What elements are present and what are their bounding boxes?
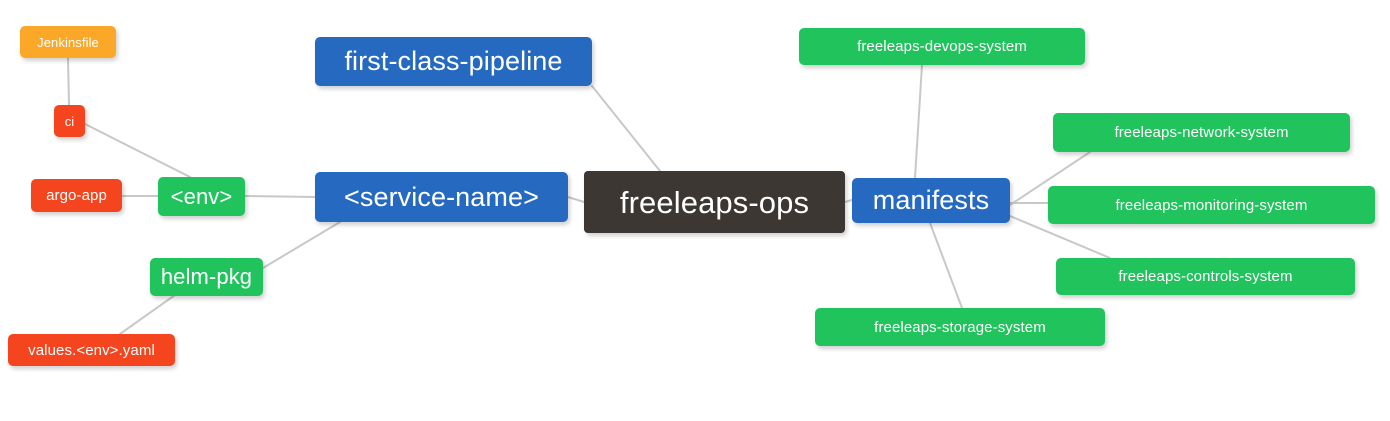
mindmap-edge-manifests-to-controls — [1009, 215, 1111, 259]
mindmap-edge-env-to-ci — [84, 123, 191, 178]
mindmap-node-env[interactable]: <env> — [158, 177, 245, 216]
mindmap-node-label: freeleaps-controls-system — [1118, 268, 1293, 285]
mindmap-node-label: freeleaps-storage-system — [874, 318, 1046, 336]
mindmap-edge-root-to-manifests — [844, 199, 853, 203]
mindmap-node-argo[interactable]: argo-app — [31, 179, 122, 212]
mindmap-node-helm[interactable]: helm-pkg — [150, 258, 263, 296]
mindmap-node-service[interactable]: <service-name> — [315, 172, 568, 222]
mindmap-node-label: freeleaps-ops — [619, 184, 810, 220]
mindmap-node-devops[interactable]: freeleaps-devops-system — [799, 28, 1085, 65]
mindmap-node-storage[interactable]: freeleaps-storage-system — [815, 308, 1105, 346]
mindmap-node-manifests[interactable]: manifests — [852, 178, 1010, 223]
mindmap-edge-manifests-to-devops — [914, 64, 923, 179]
mindmap-edge-helm-to-values — [119, 294, 176, 335]
mindmap-edge-root-to-service — [567, 196, 585, 203]
mindmap-node-label: freeleaps-devops-system — [857, 38, 1027, 55]
mindmap-node-label: <env> — [170, 183, 233, 209]
mindmap-node-label: ci — [64, 113, 75, 129]
mindmap-edge-manifests-to-storage — [929, 222, 963, 309]
mindmap-edge-manifests-to-network — [1009, 151, 1091, 206]
mindmap-node-label: Jenkinsfile — [37, 34, 99, 50]
mindmap-node-label: freeleaps-monitoring-system — [1115, 196, 1308, 214]
mindmap-node-jenkins[interactable]: Jenkinsfile — [20, 26, 116, 58]
mindmap-node-label: <service-name> — [344, 181, 539, 212]
mindmap-node-values[interactable]: values.<env>.yaml — [8, 334, 175, 366]
mindmap-node-controls[interactable]: freeleaps-controls-system — [1056, 258, 1355, 295]
mindmap-node-label: manifests — [872, 185, 990, 215]
mindmap-node-label: freeleaps-network-system — [1114, 124, 1289, 141]
mindmap-node-ci[interactable]: ci — [54, 105, 85, 137]
mindmap-edge-service-to-helm — [262, 221, 341, 269]
mindmap-node-network[interactable]: freeleaps-network-system — [1053, 113, 1350, 152]
mindmap-edge-root-to-pipeline — [591, 85, 661, 172]
mindmap-node-pipeline[interactable]: first-class-pipeline — [315, 37, 592, 86]
mindmap-edge-ci-to-jenkins — [67, 57, 70, 106]
mindmap-node-label: helm-pkg — [160, 264, 253, 289]
mindmap-edge-service-to-env — [244, 195, 316, 198]
mindmap-node-label: first-class-pipeline — [344, 46, 563, 76]
mindmap-node-monitoring[interactable]: freeleaps-monitoring-system — [1048, 186, 1375, 224]
mindmap-node-label: values.<env>.yaml — [28, 341, 155, 359]
mindmap-node-label: argo-app — [46, 187, 107, 204]
mindmap-node-root[interactable]: freeleaps-ops — [584, 171, 845, 233]
